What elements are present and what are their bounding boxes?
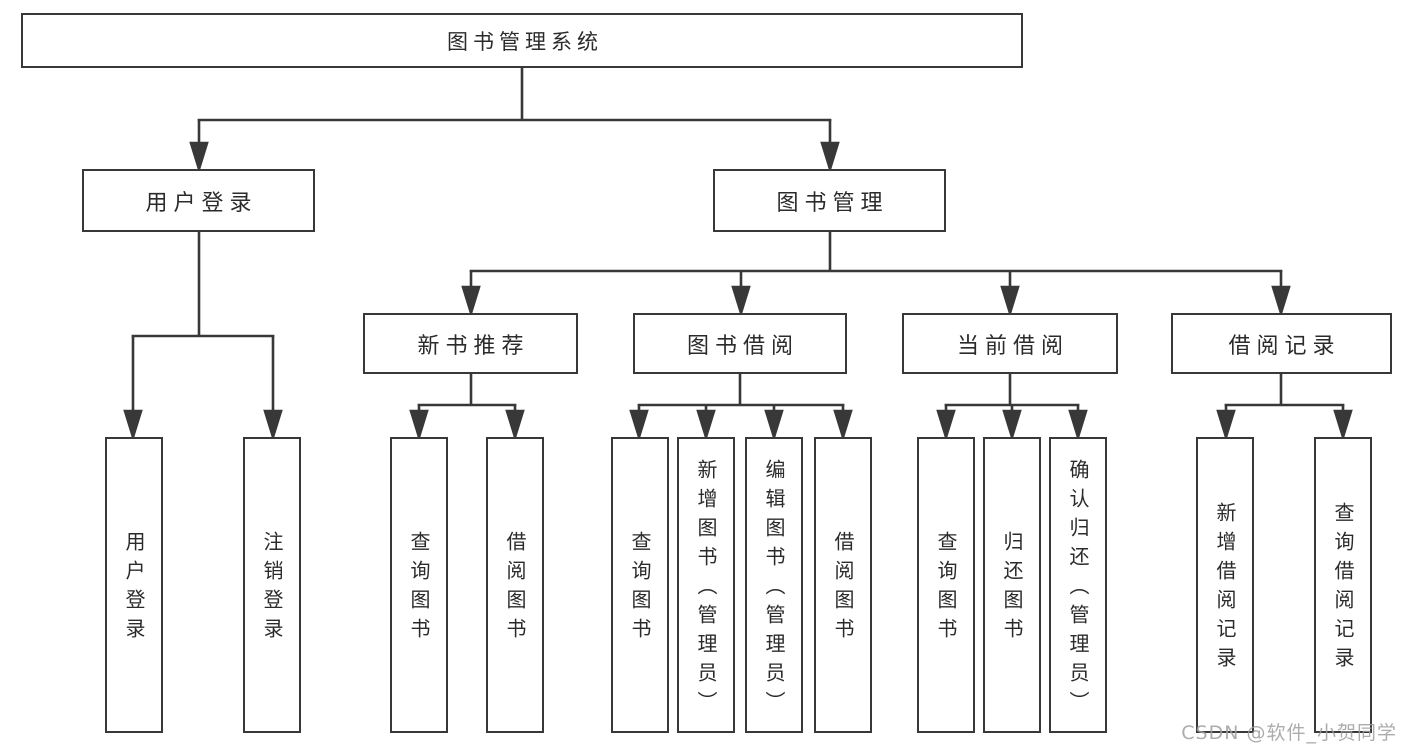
leaf-query-books-current: 查询图书 bbox=[917, 437, 975, 733]
node-book-management: 图书管理 bbox=[713, 169, 946, 232]
arrowhead bbox=[123, 409, 143, 442]
arrowhead bbox=[833, 409, 853, 442]
arrowhead bbox=[461, 285, 481, 318]
arrowhead bbox=[1216, 409, 1236, 442]
arrowhead bbox=[820, 141, 840, 174]
arrowhead bbox=[1002, 409, 1022, 442]
arrowhead bbox=[189, 141, 209, 174]
arrowhead bbox=[1271, 285, 1291, 318]
leaf-query-borrow-record: 查询借阅记录 bbox=[1314, 437, 1372, 733]
arrowhead bbox=[263, 409, 283, 442]
leaf-user-login: 用户登录 bbox=[105, 437, 163, 733]
leaf-edit-book-admin: 编辑图书（管理员） bbox=[745, 437, 803, 733]
leaf-borrow-books-recommendation: 借阅图书 bbox=[486, 437, 544, 733]
arrowhead bbox=[505, 409, 525, 442]
leaf-logout: 注销登录 bbox=[243, 437, 301, 733]
arrowhead bbox=[409, 409, 429, 442]
watermark: CSDN @软件_小贺同学 bbox=[1181, 722, 1397, 744]
arrowhead bbox=[1000, 285, 1020, 318]
leaf-query-books-borrowing: 查询图书 bbox=[611, 437, 669, 733]
arrowhead bbox=[1068, 409, 1088, 442]
arrowhead bbox=[629, 409, 649, 442]
node-borrowing-records: 借阅记录 bbox=[1171, 313, 1392, 374]
arrowhead bbox=[936, 409, 956, 442]
leaf-query-books-recommendation: 查询图书 bbox=[390, 437, 448, 733]
node-library-management-system: 图书管理系统 bbox=[21, 13, 1023, 68]
leaf-add-borrow-record: 新增借阅记录 bbox=[1196, 437, 1254, 733]
leaf-return-book: 归还图书 bbox=[983, 437, 1041, 733]
leaf-confirm-return-admin: 确认归还（管理员） bbox=[1049, 437, 1107, 733]
leaf-borrow-books-borrowing: 借阅图书 bbox=[814, 437, 872, 733]
node-current-borrowing: 当前借阅 bbox=[902, 313, 1118, 374]
arrowhead bbox=[696, 409, 716, 442]
node-book-borrowing: 图书借阅 bbox=[633, 313, 847, 374]
arrowhead bbox=[731, 285, 751, 318]
leaf-add-book-admin: 新增图书（管理员） bbox=[677, 437, 735, 733]
arrowhead bbox=[764, 409, 784, 442]
node-new-book-recommendation: 新书推荐 bbox=[363, 313, 578, 374]
arrowhead bbox=[1333, 409, 1353, 442]
node-user-login: 用户登录 bbox=[82, 169, 315, 232]
